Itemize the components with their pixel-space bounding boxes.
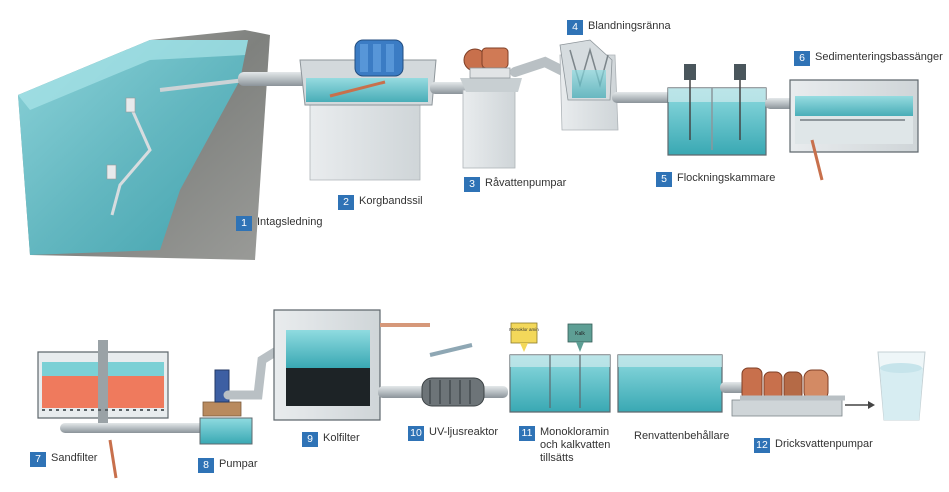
step-number-badge: 10 <box>408 426 424 441</box>
step-label-4: 4 Blandningsränna <box>567 20 671 35</box>
uv-reactor <box>421 343 485 407</box>
intake-lake <box>18 30 270 260</box>
step-number-badge: 3 <box>464 177 480 192</box>
step-name: Råvattenpumpar <box>485 177 567 189</box>
step-label-2: 2 Korgbandssil <box>338 195 423 210</box>
step-label-9: 9 Kolfilter <box>302 432 360 447</box>
step-name: Korgbandssil <box>359 195 423 207</box>
reservoir-label: Renvattenbehållare <box>634 430 729 443</box>
step-label-11: 11 Monokloramin och kalkvatten tillsätts <box>519 426 610 465</box>
sedimentation-basin <box>789 79 919 181</box>
pumps <box>199 347 280 445</box>
step-label-3: 3 Råvattenpumpar <box>464 177 566 192</box>
step-number-badge: 4 <box>567 20 583 35</box>
carbon-filter <box>273 309 430 421</box>
pipe <box>765 98 797 109</box>
monochloramine-tag: Monoklor amin <box>509 327 539 332</box>
motor-icon <box>684 64 696 80</box>
step-name: Blandningsränna <box>588 20 671 32</box>
step-label-12: 12 Dricksvattenpumpar <box>754 438 873 453</box>
water-glass-icon <box>877 351 926 421</box>
step-label-7: 7 Sandfilter <box>30 452 97 467</box>
pipe <box>720 382 748 393</box>
step-number-badge: 12 <box>754 438 770 453</box>
pipe <box>238 72 308 86</box>
step-name: Sedimenteringsbassänger <box>815 51 943 63</box>
step-number-badge: 9 <box>302 432 318 447</box>
flocculation-chamber <box>667 64 767 156</box>
step-number-badge: 6 <box>794 51 810 66</box>
step-name: Flockningskammare <box>677 172 776 184</box>
step-name: Intagsledning <box>257 216 323 228</box>
step-number-badge: 11 <box>519 426 535 441</box>
step-label-8: 8 Pumpar <box>198 458 258 473</box>
mixing-channel <box>559 39 619 131</box>
pipe <box>60 423 210 433</box>
step-number-badge: 1 <box>236 216 252 231</box>
step-name-line: och kalkvatten <box>540 439 611 451</box>
step-number-badge: 7 <box>30 452 46 467</box>
step-name: Kolfilter <box>323 432 360 444</box>
step-name: Dricksvattenpumpar <box>775 438 873 450</box>
arrow-icon <box>845 401 875 409</box>
raw-water-pumps <box>460 47 522 169</box>
step-label-6: 6 Sedimenteringsbassänger <box>794 51 943 66</box>
drinking-water-pumps <box>731 367 845 417</box>
lime-tag: Kalk <box>575 331 585 337</box>
motor-icon <box>481 47 509 69</box>
motor-icon <box>734 64 746 80</box>
step-number-badge: 5 <box>656 172 672 187</box>
step-name: Sandfilter <box>51 452 98 464</box>
step-number-badge: 2 <box>338 195 354 210</box>
step-label-1: 1 Intagsledning <box>236 216 322 231</box>
step-name-line: Monokloramin <box>540 426 610 438</box>
clean-water-reservoir <box>617 354 723 413</box>
step-name-line: tillsätts <box>540 452 574 464</box>
pipe <box>612 92 672 103</box>
sand-filter <box>37 340 169 479</box>
step-label-5: 5 Flockningskammare <box>656 172 775 187</box>
step-name: Monokloramin och kalkvatten tillsätts <box>540 426 610 465</box>
step-name: Renvattenbehållare <box>634 430 730 442</box>
step-name: UV-ljusreaktor <box>429 426 499 438</box>
basket-screen <box>299 39 437 181</box>
step-name: Pumpar <box>219 458 258 470</box>
step-label-10: 10 UV-ljusreaktor <box>408 426 498 441</box>
chemical-dosing-tank: Monoklor amin Kalk <box>509 322 611 413</box>
step-number-badge: 8 <box>198 458 214 473</box>
